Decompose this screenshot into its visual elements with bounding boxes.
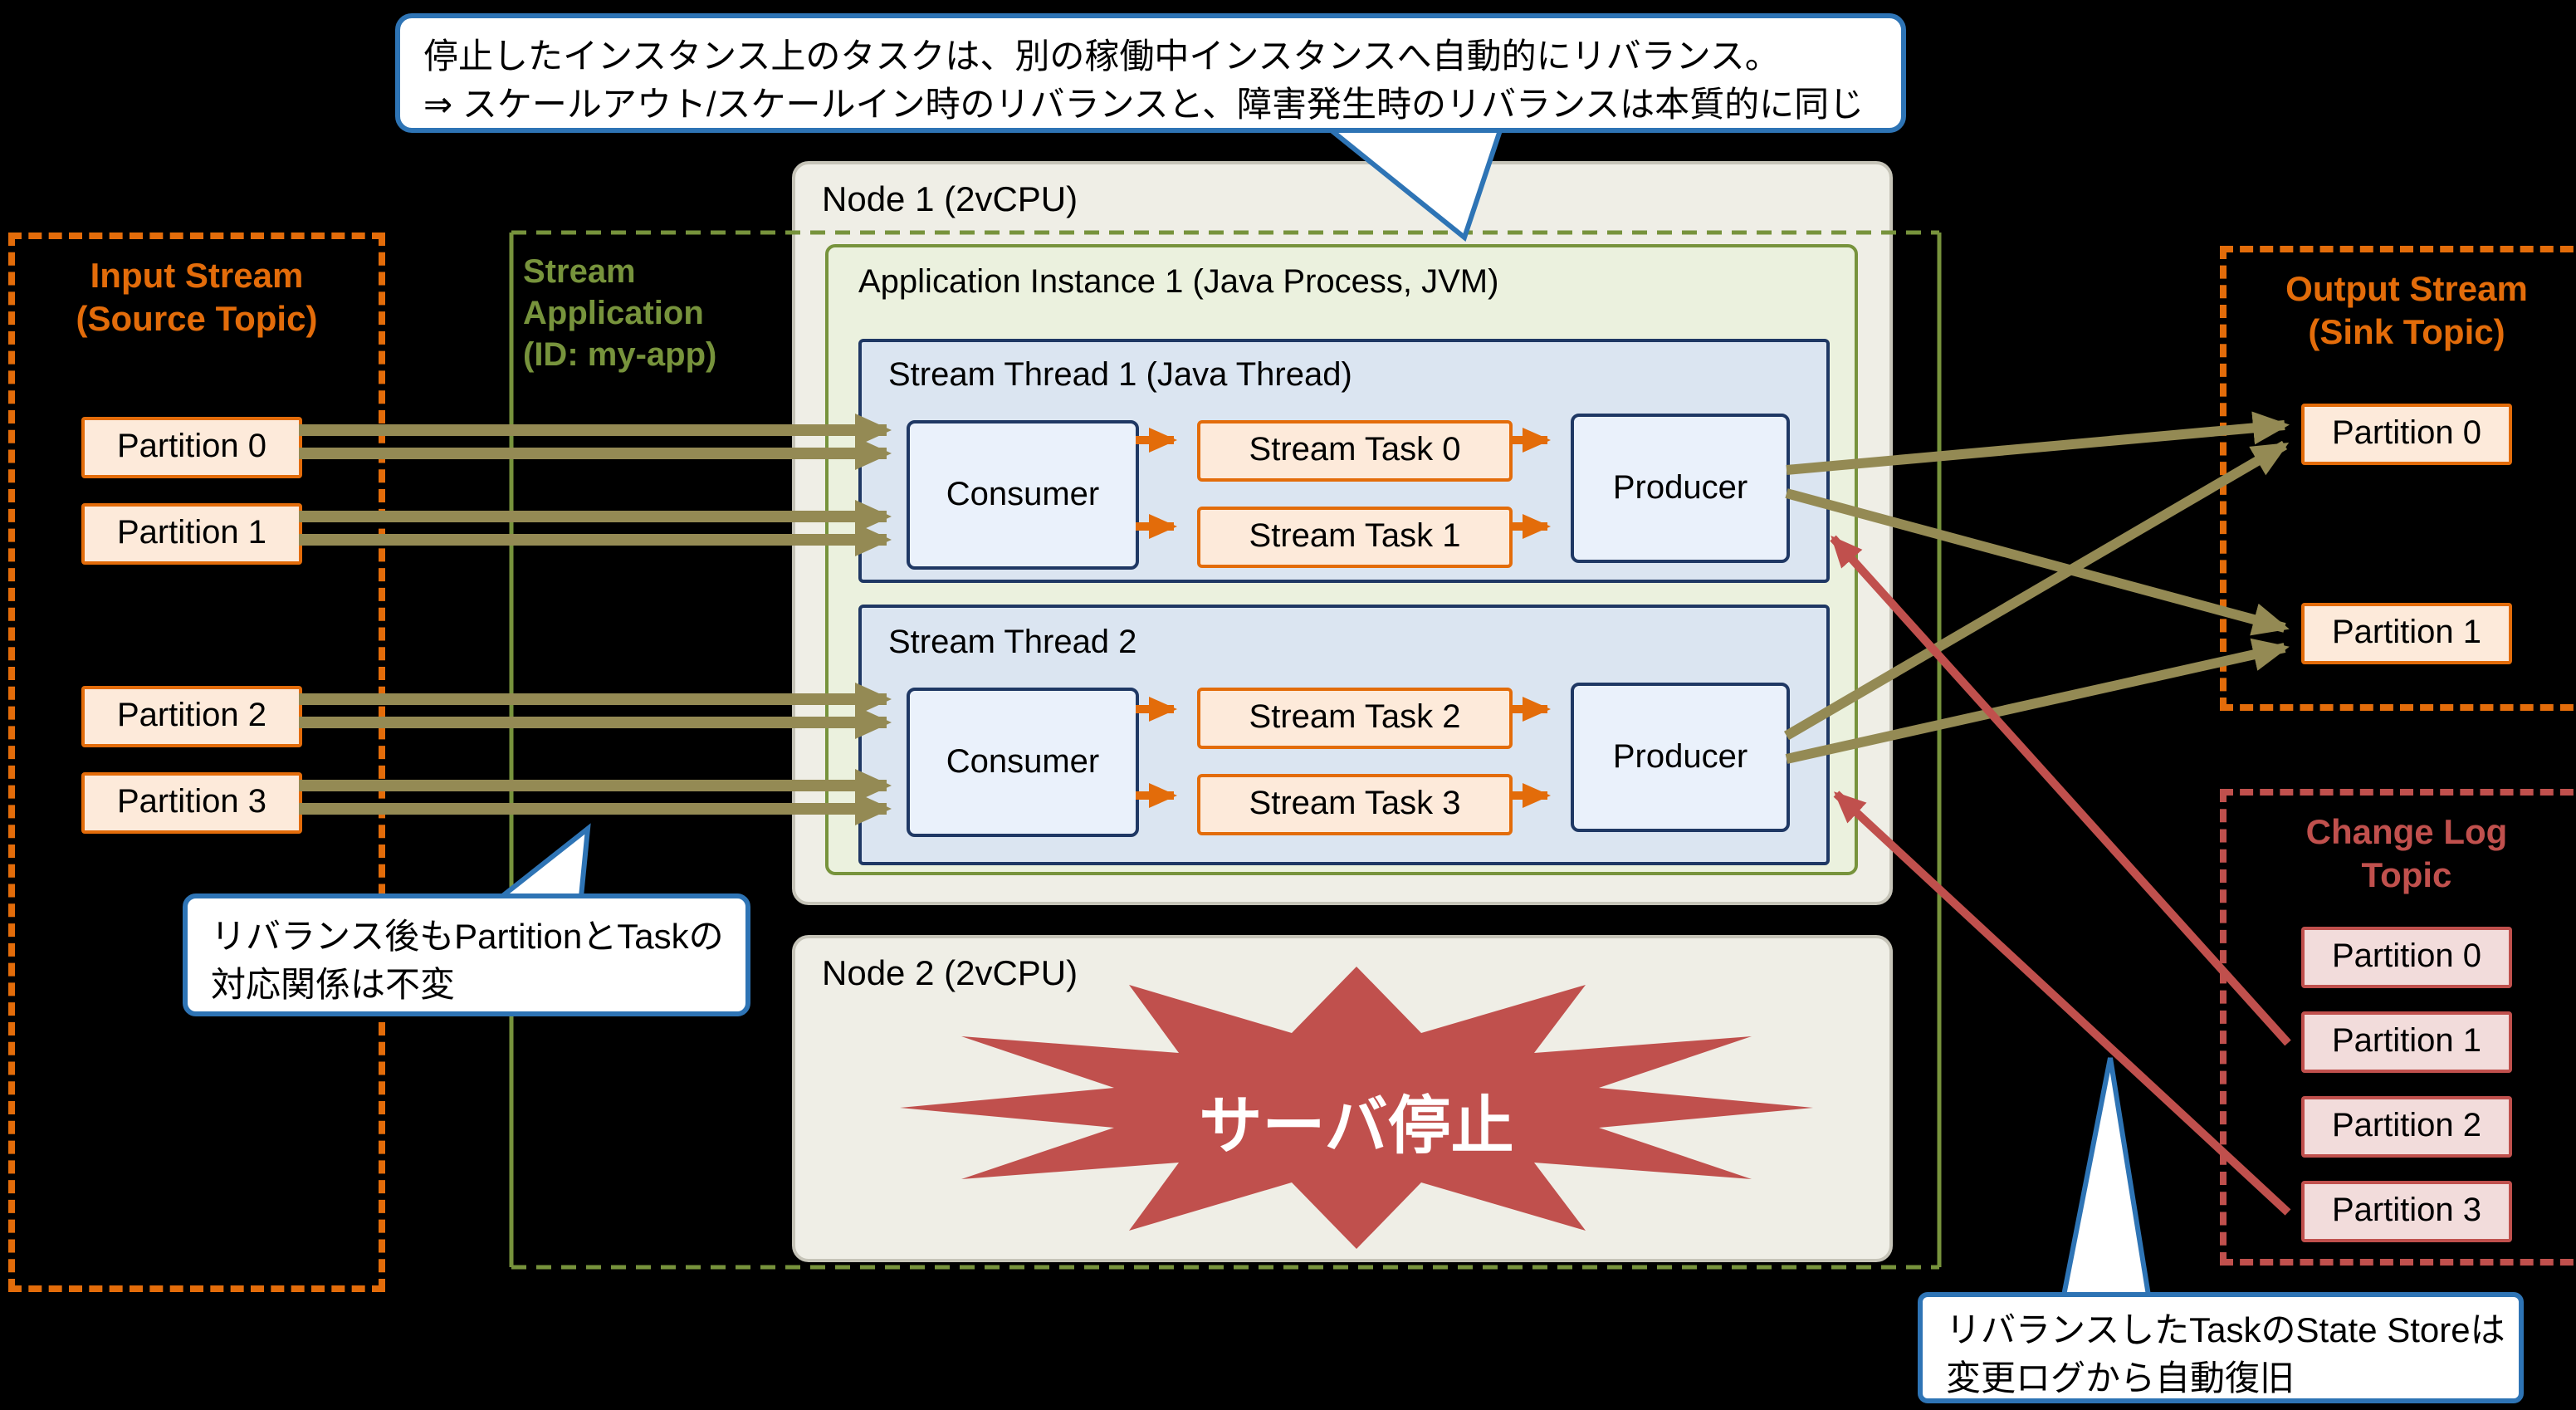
application-instance-1-box: Application Instance 1 (Java Process, JV… [825, 244, 1858, 875]
output-stream-title-line1: Output Stream [2285, 271, 2528, 309]
top-callout-line1: 停止したインスタンス上のタスクは、別の稼働中インスタンスへ自動的にリバランス。 [423, 38, 1780, 76]
output-stream-topic-box: Output Stream (Sink Topic) Partition 0 P… [2220, 246, 2576, 711]
stream-application-label-line3: (ID: my-app) [523, 337, 717, 374]
consumer-2-box: Consumer [907, 688, 1139, 837]
stream-thread-1-label: Stream Thread 1 (Java Thread) [888, 357, 1352, 394]
change-log-topic-box: Change Log Topic Partition 0 Partition 1… [2220, 789, 2576, 1266]
change-log-title-line1: Change Log [2305, 814, 2508, 852]
stream-task-2-box: Stream Task 2 [1197, 688, 1513, 749]
rebalance-note-tail [494, 823, 591, 899]
stream-application-label: Stream Application (ID: my-app) [523, 252, 805, 377]
change-log-partition-1: Partition 1 [2301, 1011, 2512, 1073]
rebalance-note-callout: リバランス後もPartitionとTaskの 対応関係は不変 [183, 893, 750, 1016]
input-partition-3: Partition 3 [81, 772, 302, 834]
input-partition-1: Partition 1 [81, 503, 302, 565]
stream-thread-1-box: Stream Thread 1 (Java Thread) Consumer S… [858, 339, 1830, 583]
stream-application-label-line2: Application [523, 296, 704, 332]
stream-application-label-line1: Stream [523, 254, 636, 291]
state-store-note-line2: 変更ログから自動復旧 [1946, 1360, 2295, 1398]
input-stream-title-line1: Input Stream [90, 257, 304, 296]
rebalance-note-line2: 対応関係は不変 [211, 967, 455, 1005]
consumer-1-box: Consumer [907, 420, 1139, 570]
state-store-note-line1: リバランスしたTaskのState Storeは [1946, 1312, 2505, 1350]
stream-task-1-box: Stream Task 1 [1197, 507, 1513, 568]
change-log-title-line2: Topic [2361, 857, 2452, 895]
producer-2-box: Producer [1571, 683, 1790, 832]
node2-label: Node 2 (2vCPU) [822, 955, 1078, 993]
stream-thread-2-box: Stream Thread 2 Consumer Stream Task 2 S… [858, 605, 1830, 865]
output-stream-title-line2: (Sink Topic) [2308, 314, 2505, 352]
node1-box: Node 1 (2vCPU) Application Instance 1 (J… [792, 161, 1893, 905]
output-partition-1: Partition 1 [2301, 603, 2512, 664]
producer-1-box: Producer [1571, 414, 1790, 563]
stream-thread-2-label: Stream Thread 2 [888, 624, 1137, 661]
change-log-partition-3: Partition 3 [2301, 1181, 2512, 1242]
output-partition-0: Partition 0 [2301, 404, 2512, 465]
server-failure-text: サーバ停止 [1199, 1093, 1514, 1163]
node2-box: Node 2 (2vCPU) サーバ停止 [792, 935, 1893, 1262]
state-store-note-tail [2060, 1057, 2152, 1298]
node1-label: Node 1 (2vCPU) [822, 181, 1078, 219]
stream-task-3-box: Stream Task 3 [1197, 774, 1513, 835]
application-instance-1-label: Application Instance 1 (Java Process, JV… [858, 264, 1499, 301]
input-partition-2: Partition 2 [81, 686, 302, 747]
input-partition-0: Partition 0 [81, 417, 302, 478]
change-log-partition-2: Partition 2 [2301, 1096, 2512, 1158]
stream-task-0-box: Stream Task 0 [1197, 420, 1513, 482]
state-store-note-callout: リバランスしたTaskのState Storeは 変更ログから自動復旧 [1918, 1292, 2524, 1403]
input-stream-topic-box: Input Stream (Source Topic) Partition 0 … [8, 233, 385, 1292]
change-log-partition-0: Partition 0 [2301, 927, 2512, 988]
rebalance-note-line1: リバランス後もPartitionとTaskの [211, 918, 724, 957]
top-callout-line2: ⇒ スケールアウト/スケールイン時のリバランスと、障害発生時のリバランスは本質的… [423, 86, 1865, 125]
input-stream-title-line2: (Source Topic) [76, 301, 318, 339]
top-callout: 停止したインスタンス上のタスクは、別の稼働中インスタンスへ自動的にリバランス。 … [395, 13, 1906, 133]
